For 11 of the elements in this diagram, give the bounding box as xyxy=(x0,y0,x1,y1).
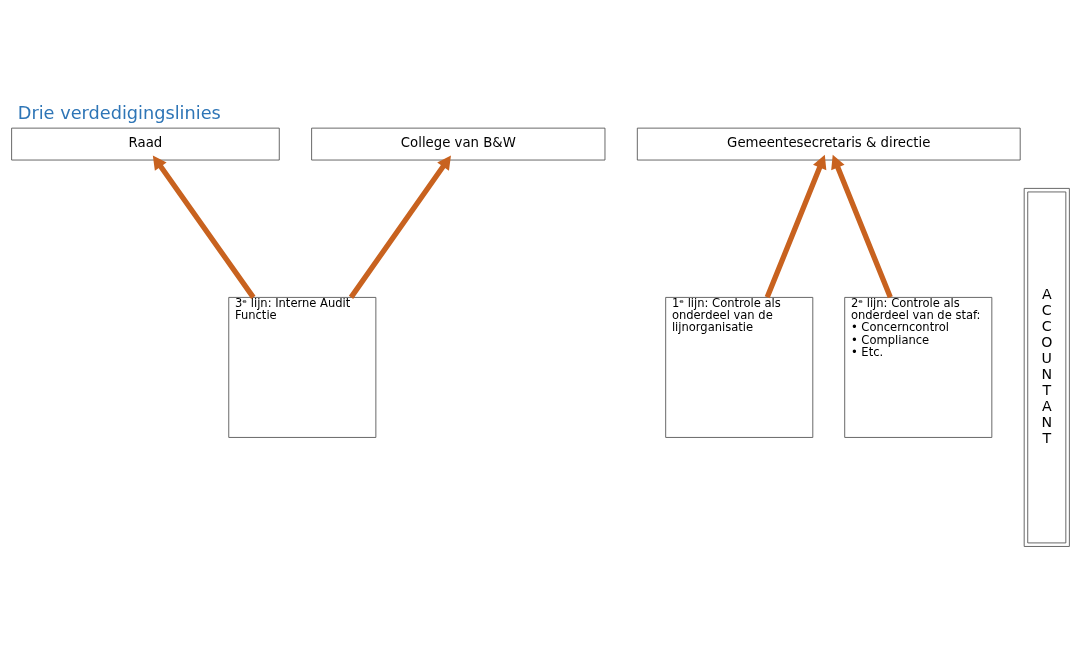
node-box: 2ᵉ lijn: Controle als onderdeel van de staf: • Concerncontrol • Compliance • Etc. xyxy=(844,296,993,438)
node-box: 3ᵉ lijn: Interne Audit Functie xyxy=(228,296,377,438)
arrow xyxy=(348,154,451,299)
arrow xyxy=(831,154,893,298)
diagram-title: Drie verdedigingslinies xyxy=(17,102,221,123)
node-box: Raad xyxy=(11,127,280,160)
arrow xyxy=(764,154,827,298)
node-box: College van B&W xyxy=(311,127,606,160)
node-box: Gemeentesecretaris & directie xyxy=(636,127,1021,160)
node-box: 1ᵉ lijn: Controle als onderdeel van de lijnorganisatie xyxy=(665,296,814,438)
arrow xyxy=(152,154,256,299)
